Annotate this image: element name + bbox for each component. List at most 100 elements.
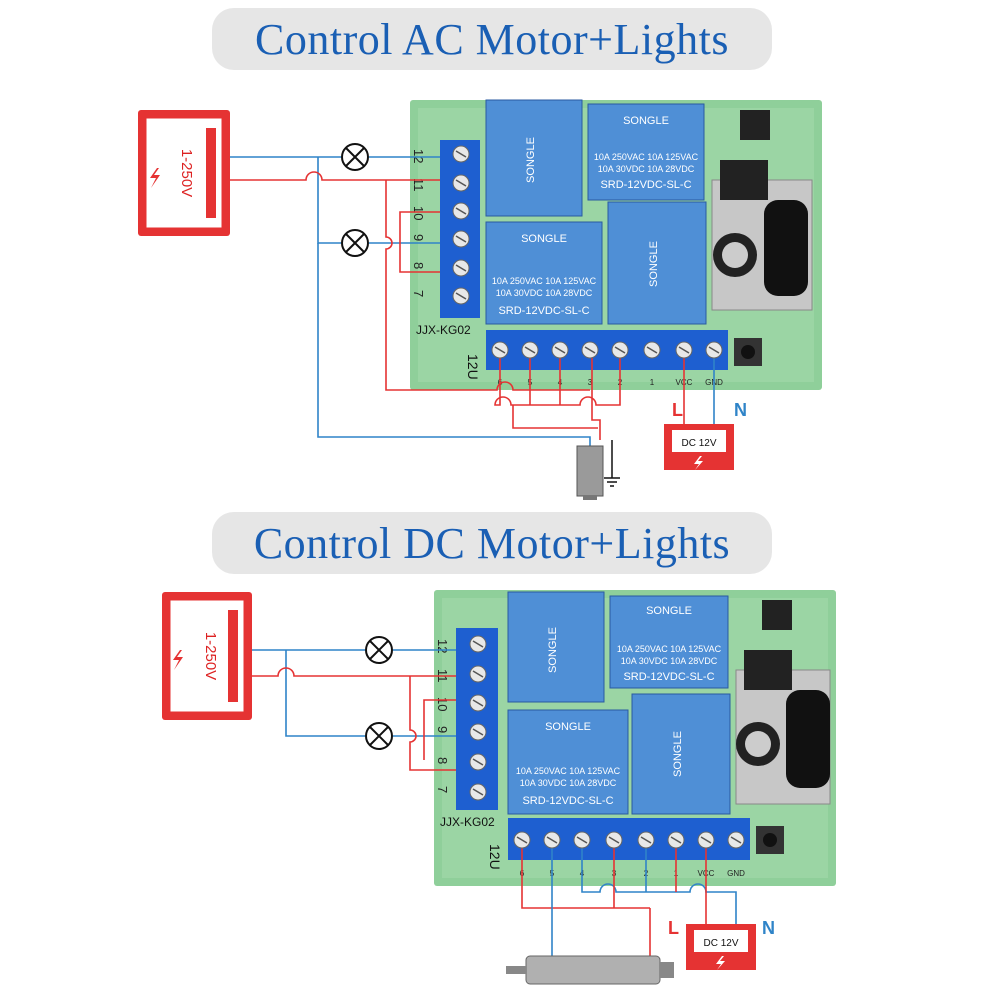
source-voltage: 1-250V — [202, 632, 219, 680]
svg-text:SONGLE: SONGLE — [547, 627, 559, 673]
relay-3: SONGLE 10A 250VAC 10A 125VAC 10A 30VDC 1… — [507, 709, 629, 815]
terminal-screw-slot — [554, 346, 566, 354]
lightning-icon — [694, 456, 703, 470]
svg-text:SONGLE: SONGLE — [672, 731, 684, 777]
svg-text:SRD-12VDC-SL-C: SRD-12VDC-SL-C — [522, 795, 613, 807]
svg-text:SRD-12VDC-SL-C: SRD-12VDC-SL-C — [600, 179, 691, 191]
bulb-2 — [365, 722, 393, 750]
board-voltage: 12U — [487, 844, 503, 870]
svg-text:10A 250VAC 10A 125VAC: 10A 250VAC 10A 125VAC — [617, 644, 722, 654]
bulb-1 — [365, 636, 393, 664]
title-banner-ac: Control AC Motor+Lights — [212, 8, 772, 70]
svg-text:SONGLE: SONGLE — [648, 241, 660, 287]
svg-text:SONGLE: SONGLE — [525, 137, 537, 183]
board-label: JJX-KG02 — [416, 323, 471, 337]
left-pin-7: 7 — [435, 786, 450, 793]
terminal-screw-slot — [730, 836, 742, 844]
wires — [252, 649, 737, 956]
terminal-screw-slot — [640, 836, 652, 844]
terminal-screw-slot — [455, 292, 467, 300]
svg-text:10A 250VAC 10A 125VAC: 10A 250VAC 10A 125VAC — [594, 152, 699, 162]
line-label: L — [668, 918, 679, 938]
terminal-screw-slot — [646, 346, 658, 354]
relay-2: SONGLE 10A 250VAC 10A 125VAC 10A 30VDC 1… — [609, 595, 729, 689]
terminal-screw-slot — [472, 670, 484, 678]
terminal-screw-slot — [472, 640, 484, 648]
terminal-screw-slot — [455, 264, 467, 272]
bottom-pin-gnd: GND — [727, 869, 745, 878]
lightning-icon — [173, 650, 183, 670]
wiring-diagram-dc: 12 11 10 9 8 7 SONGLE SONGLE 10A 250VAC … — [162, 590, 836, 985]
terminal-screw-slot — [584, 346, 596, 354]
left-pin-7: 7 — [411, 290, 426, 297]
dc-power-supply: DC 12V — [664, 424, 734, 470]
bulb-2 — [341, 229, 369, 257]
ac-power-source: 1-250V — [138, 110, 230, 236]
bulb-1 — [341, 143, 369, 171]
terminal-screw-slot — [708, 346, 720, 354]
dc-label: DC 12V — [681, 438, 716, 449]
line-label: L — [672, 400, 683, 420]
lightning-icon — [150, 168, 160, 188]
terminal-screw-slot — [608, 836, 620, 844]
terminal-screw-slot — [576, 836, 588, 844]
terminal-screw-slot — [546, 836, 558, 844]
title-banner-dc: Control DC Motor+Lights — [212, 512, 772, 574]
push-button — [734, 338, 762, 366]
left-pin-12: 12 — [435, 639, 450, 653]
svg-text:SRD-12VDC-SL-C: SRD-12VDC-SL-C — [498, 305, 589, 317]
ac-motor — [576, 440, 620, 500]
left-pin-9: 9 — [435, 726, 450, 733]
dc-label: DC 12V — [703, 938, 738, 949]
svg-text:SONGLE: SONGLE — [623, 115, 669, 127]
wires — [230, 156, 715, 450]
lightning-icon — [716, 956, 725, 970]
svg-text:10A 250VAC 10A 125VAC: 10A 250VAC 10A 125VAC — [516, 766, 621, 776]
antenna-coil — [786, 690, 830, 788]
terminal-screw-slot — [472, 699, 484, 707]
svg-text:SRD-12VDC-SL-C: SRD-12VDC-SL-C — [623, 671, 714, 683]
neutral-label: N — [734, 400, 747, 420]
antenna-coil — [764, 200, 808, 296]
svg-text:SONGLE: SONGLE — [545, 721, 591, 733]
left-pin-10: 10 — [435, 697, 450, 711]
terminal-screw-slot — [472, 788, 484, 796]
source-voltage: 1-250V — [178, 149, 195, 197]
wiring-diagram-ac: 12 11 10 9 8 7 SONGLE SONGLE 10A 250VAC … — [138, 99, 822, 500]
svg-text:10A 30VDC 10A 28VDC: 10A 30VDC 10A 28VDC — [621, 656, 718, 666]
relay-1: SONGLE — [507, 591, 605, 703]
bottom-pin-1: 1 — [650, 378, 655, 387]
bottom-pin-3: 3 — [588, 378, 593, 387]
relay-4: SONGLE — [607, 201, 707, 325]
terminal-screw-slot — [455, 235, 467, 243]
left-pin-8: 8 — [411, 262, 426, 269]
dc-motor — [506, 955, 674, 985]
terminal-screw-slot — [524, 346, 536, 354]
terminal-screw-slot — [670, 836, 682, 844]
relay-4: SONGLE — [631, 693, 731, 815]
left-pin-10: 10 — [411, 206, 426, 220]
neutral-label: N — [762, 918, 775, 938]
terminal-screw-slot — [455, 150, 467, 158]
relay-1: SONGLE — [485, 99, 583, 217]
svg-text:SONGLE: SONGLE — [646, 605, 692, 617]
svg-text:SONGLE: SONGLE — [521, 233, 567, 245]
relay-2: SONGLE 10A 250VAC 10A 125VAC 10A 30VDC 1… — [587, 103, 705, 201]
terminal-screw-slot — [472, 728, 484, 736]
terminal-screw-slot — [455, 207, 467, 215]
terminal-screw-slot — [516, 836, 528, 844]
left-pin-9: 9 — [411, 234, 426, 241]
left-pin-8: 8 — [435, 757, 450, 764]
title-dc: Control DC Motor+Lights — [253, 519, 731, 568]
svg-text:10A 30VDC 10A 28VDC: 10A 30VDC 10A 28VDC — [520, 778, 617, 788]
title-ac: Control AC Motor+Lights — [255, 15, 729, 64]
terminal-screw-slot — [494, 346, 506, 354]
terminal-screw-slot — [614, 346, 626, 354]
relay-3: SONGLE 10A 250VAC 10A 125VAC 10A 30VDC 1… — [485, 221, 603, 325]
svg-text:10A 30VDC 10A 28VDC: 10A 30VDC 10A 28VDC — [496, 288, 593, 298]
left-terminal-block — [456, 628, 498, 810]
svg-text:10A 250VAC 10A 125VAC: 10A 250VAC 10A 125VAC — [492, 276, 597, 286]
terminal-screw-slot — [472, 758, 484, 766]
left-pin-11: 11 — [411, 178, 426, 192]
ac-power-source: 1-250V — [162, 592, 252, 720]
